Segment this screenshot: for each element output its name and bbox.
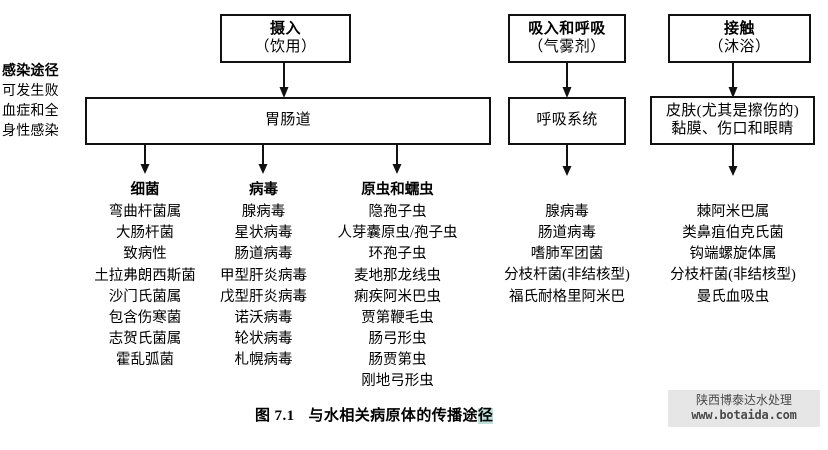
box-skin: 皮肤(尤其是擦伤的) 黏膜、伤口和眼睛 [650, 96, 815, 145]
list-item: 隐孢子虫 [368, 204, 427, 221]
column-bacteria-heading: 细菌 [130, 182, 160, 198]
box-inhalation: 吸入和呼吸 （气雾剂） [508, 14, 626, 63]
column-protozoa-heading: 原虫和蠕虫 [361, 182, 434, 198]
list-item: 棘阿米巴属 [696, 204, 770, 220]
list-item: 肠道病毒 [538, 225, 596, 242]
figure-caption-number: 图 7.1 [255, 408, 295, 424]
box-ingestion-subtitle: （饮用） [254, 38, 317, 55]
arrow-inhalation-to-respiratory [562, 62, 572, 98]
list-item: 福氏耐格里阿米巴 [509, 288, 625, 305]
column-bacteria: 细菌 弯曲杆菌属 大肠杆菌 致病性 土拉弗朗西斯菌 沙门氏菌属 包含伤寒菌 志贺… [45, 180, 245, 371]
arrow-gi-to-virus [258, 145, 268, 174]
side-label-line-2: 血症和全 [2, 103, 59, 119]
list-item: 肠道病毒 [234, 246, 293, 263]
box-contact-subtitle: （沐浴） [708, 38, 771, 55]
watermark: 陕西博泰达水处理 www.botaida.com [668, 390, 820, 427]
list-item: 轮状病毒 [234, 331, 293, 348]
list-item: 类鼻疽伯克氏菌 [682, 225, 784, 242]
column-virus-heading: 病毒 [249, 182, 278, 198]
list-item: 包含伤寒菌 [108, 309, 182, 326]
list-item: 分枝杆菌(非结核型) [504, 267, 630, 284]
box-contact-title: 接触 [723, 20, 755, 37]
list-item: 甲型肝炎病毒 [220, 267, 307, 284]
list-item: 志贺氏菌属 [108, 331, 182, 348]
list-item: 大肠杆菌 [116, 225, 174, 242]
list-item: 痢疾阿米巴虫 [354, 288, 441, 305]
list-item: 星状病毒 [234, 225, 293, 242]
list-item: 腺病毒 [545, 204, 589, 220]
list-item: 戊型肝炎病毒 [220, 288, 307, 305]
watermark-company: 陕西博泰达水处理 [695, 393, 792, 407]
list-item: 钩端螺旋体属 [689, 246, 777, 263]
arrow-gi-to-protozoa [392, 145, 402, 174]
box-respiratory-system: 呼吸系统 [508, 97, 626, 145]
column-protozoa-helminths: 原虫和蠕虫 隐孢子虫 人芽囊原虫/孢子虫 环孢子虫 麦地那龙线虫 痢疾阿米巴虫 … [305, 180, 490, 393]
box-contact: 接触 （沐浴） [668, 14, 811, 63]
box-skin-line-1: 皮肤(尤其是擦伤的) [666, 102, 799, 119]
list-item: 致病性 [123, 246, 167, 263]
list-item: 霍乱弧菌 [116, 352, 174, 369]
arrow-ingestion-to-gi [279, 62, 289, 98]
list-item: 诺沃病毒 [234, 309, 293, 326]
arrow-skin-to-list [728, 145, 738, 176]
list-item: 环孢子虫 [368, 246, 427, 263]
list-item: 肠贾第虫 [368, 352, 427, 369]
list-item: 弯曲杆菌属 [108, 204, 182, 221]
side-label-line-1: 可发生败 [2, 83, 59, 99]
box-respiratory-system-label: 呼吸系统 [536, 112, 598, 129]
list-item: 人芽囊原虫/孢子虫 [337, 225, 458, 242]
list-item: 分枝杆菌(非结核型) [670, 267, 796, 284]
side-label-heading: 感染途径 [2, 64, 59, 79]
column-respiratory-organisms: 腺病毒 肠道病毒 嗜肺军团菌 分枝杆菌(非结核型) 福氏耐格里阿米巴 [487, 202, 647, 308]
list-item: 刚地弓形虫 [361, 373, 434, 390]
box-gi-tract-label: 胃肠道 [265, 112, 311, 129]
arrow-contact-to-skin [728, 62, 738, 98]
list-item: 沙门氏菌属 [108, 288, 182, 305]
box-gi-tract: 胃肠道 [85, 97, 491, 145]
infection-route-label: 感染途径 可发生败 血症和全 身性感染 [2, 62, 59, 142]
figure-caption: 图 7.1 与水相关病原体的传播途径 [255, 404, 494, 425]
list-item: 曼氏血吸虫 [696, 288, 770, 305]
watermark-url: www.botaida.com [691, 408, 797, 422]
arrow-gi-to-bacteria [140, 145, 150, 174]
list-item: 麦地那龙线虫 [354, 267, 441, 284]
box-ingestion: 摄入 （饮用） [220, 14, 351, 63]
list-item: 肠弓形虫 [368, 331, 427, 348]
list-item: 土拉弗朗西斯菌 [94, 267, 196, 284]
list-item: 贾第鞭毛虫 [361, 309, 434, 326]
figure-caption-selected-text: 径 [477, 408, 494, 424]
list-item: 嗜肺军团菌 [530, 246, 604, 263]
box-inhalation-title: 吸入和呼吸 [528, 20, 606, 37]
side-label-line-3: 身性感染 [2, 123, 59, 139]
figure-caption-text: 与水相关病原体的传播途 [308, 408, 478, 424]
box-ingestion-title: 摄入 [269, 20, 301, 37]
box-inhalation-subtitle: （气雾剂） [528, 38, 606, 55]
list-item: 札幌病毒 [234, 352, 293, 369]
column-virus: 病毒 腺病毒 星状病毒 肠道病毒 甲型肝炎病毒 戊型肝炎病毒 诺沃病毒 轮状病毒… [186, 180, 341, 371]
list-item: 腺病毒 [241, 204, 286, 221]
arrow-respiratory-to-list [562, 145, 572, 176]
column-contact-organisms: 棘阿米巴属 类鼻疽伯克氏菌 钩端螺旋体属 分枝杆菌(非结核型) 曼氏血吸虫 [648, 202, 818, 308]
box-skin-line-2: 黏膜、伤口和眼睛 [671, 120, 794, 137]
